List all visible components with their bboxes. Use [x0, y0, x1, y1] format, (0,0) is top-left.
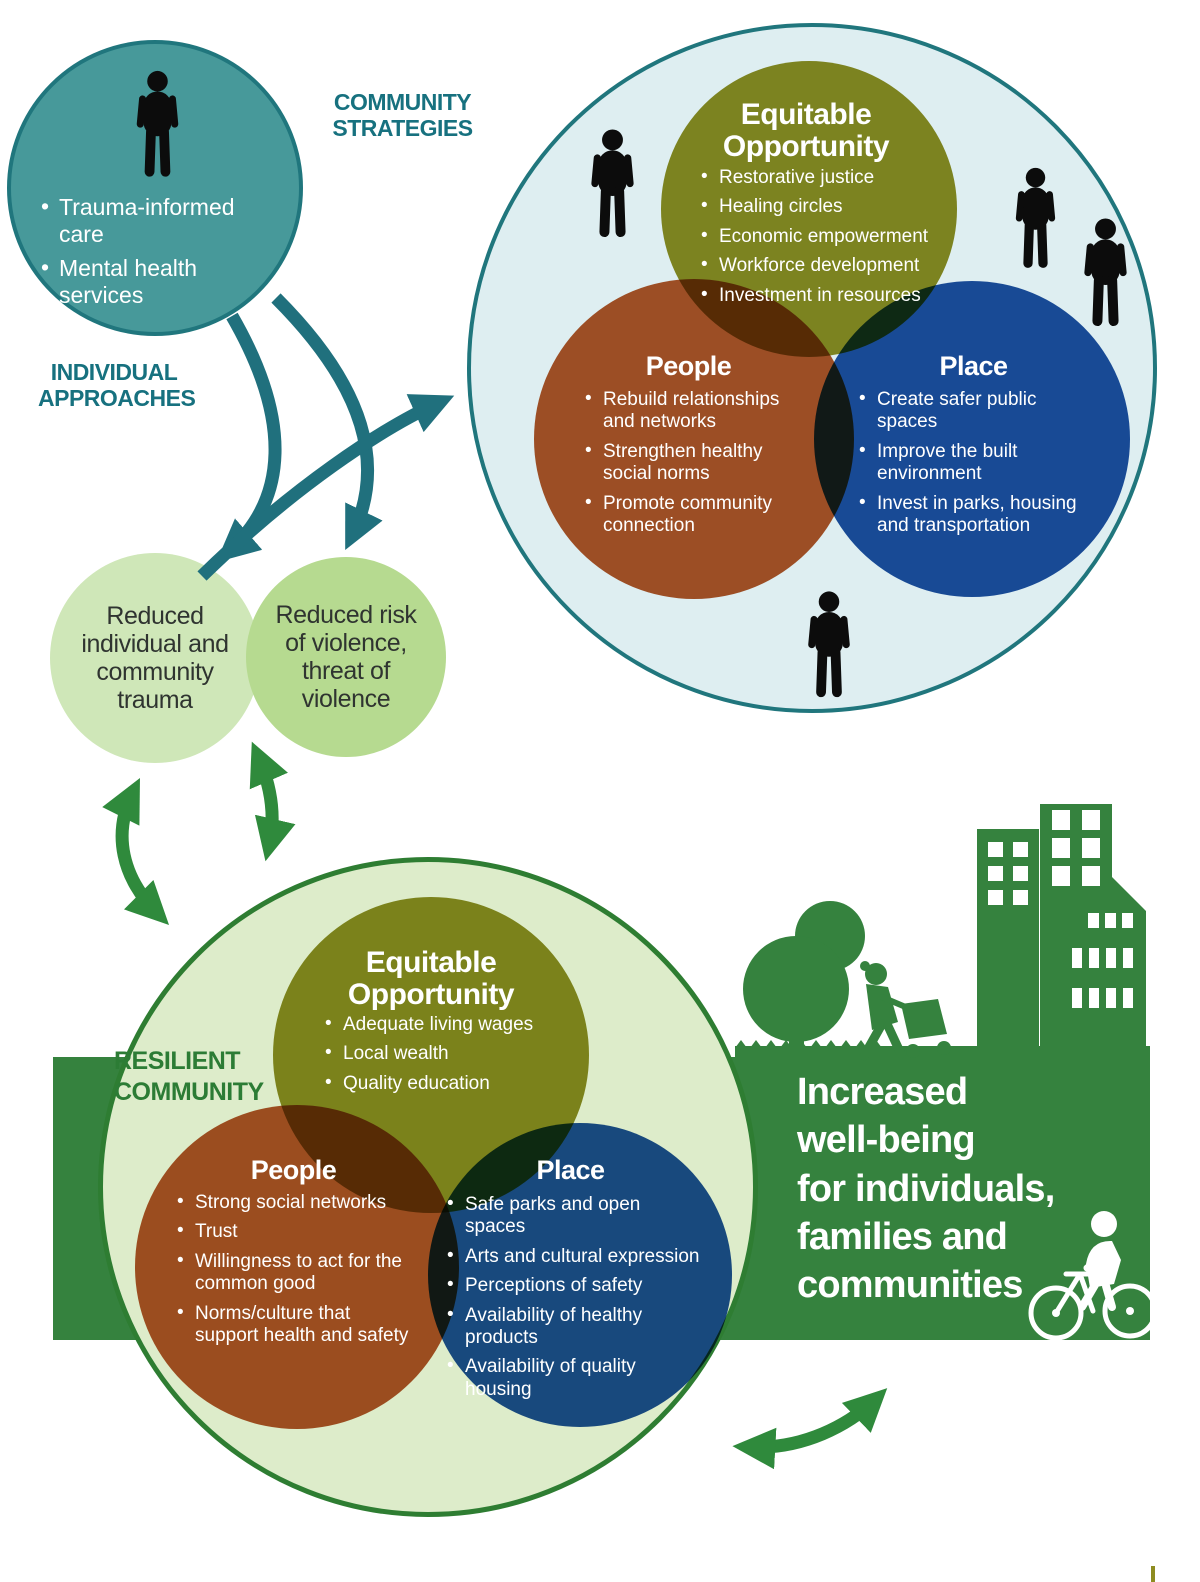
outcome-trauma-circle: Reduced individual and community trauma — [50, 553, 260, 763]
person-icon — [801, 589, 857, 704]
person-icon — [1009, 164, 1062, 276]
cs-people-bullet: Promote community connection — [583, 492, 788, 538]
cs-people-bullet: Strengthen healthy social norms — [583, 440, 788, 486]
person-icon — [1077, 217, 1134, 332]
arrow-outcomes-to-community — [197, 394, 455, 581]
resilient-place-bullets: Safe parks and open spacesArts and cultu… — [445, 1193, 700, 1408]
title-line: Opportunity — [347, 978, 515, 1012]
label-line: INDIVIDUAL — [50, 359, 178, 385]
cs-people-bullets: Rebuild relationships and networksStreng… — [583, 388, 788, 544]
outcome-violence-text: Reduced risk of violence, threat of viol… — [275, 601, 417, 713]
individual-approaches-circle: Trauma-informed careMental health servic… — [7, 40, 303, 336]
wellbeing-line: Increased — [797, 1071, 968, 1113]
cs-place-bullet: Create safer public spaces — [857, 388, 1097, 434]
arrow-individual-to-violence — [271, 293, 383, 551]
wellbeing-lines: Increased well-being for individuals, famil… — [797, 1068, 1142, 1309]
cs-eo-bullet: Investment in resources — [699, 284, 959, 307]
cs-eo-bullet: Restorative justice — [699, 166, 959, 189]
page-edge-mark — [1151, 1566, 1155, 1582]
cs-place-bullet: Improve the built environment — [857, 440, 1097, 486]
cs-eo-bullets: Restorative justiceHealing circlesEconom… — [699, 166, 959, 314]
arrow-violence-resilient — [249, 741, 296, 862]
cs-place-circle — [814, 281, 1130, 597]
resilient-people-bullet: Strong social networks — [175, 1191, 415, 1214]
wellbeing-message: Increased well-being for individuals, famil… — [797, 1068, 1142, 1309]
resilient-eo-bullet: Local wealth — [323, 1042, 573, 1065]
label-line: STRATEGIES — [332, 114, 473, 141]
individual-approach-bullet: Mental health services — [39, 254, 284, 309]
resilient-people-title: People — [250, 1155, 337, 1185]
cs-place-bullet: Invest in parks, housing and transportat… — [857, 492, 1097, 538]
arrow-resilient-wellbeing — [732, 1388, 888, 1470]
resilient-people-bullet: Trust — [175, 1220, 415, 1243]
label-line: COMMUNITY — [114, 1077, 264, 1106]
cs-place-bullets: Create safer public spacesImprove the bu… — [857, 388, 1097, 544]
cs-people-title: People — [645, 351, 732, 381]
title-line: Opportunity — [722, 130, 890, 164]
cs-eo-bullet: Workforce development — [699, 254, 959, 277]
resilient-place-bullet: Availability of healthy products — [445, 1304, 700, 1350]
outcome-trauma-text: Reduced individual and community trauma — [81, 602, 229, 714]
label-line: RESILIENT — [114, 1047, 241, 1075]
resilient-eo-bullet: Adequate living wages — [323, 1013, 573, 1036]
wellbeing-line: well-being — [797, 1119, 976, 1162]
title-line: Equitable — [740, 98, 872, 131]
person-icon — [129, 70, 186, 182]
outcome-violence-circle: Reduced risk of violence, threat of viol… — [246, 557, 446, 757]
resilient-place-bullet: Safe parks and open spaces — [445, 1193, 700, 1239]
label-line: COMMUNITY — [333, 89, 472, 115]
resilient-place-bullet: Availability of quality housing — [445, 1355, 700, 1401]
resilient-eo-bullets: Adequate living wagesLocal wealthQuality… — [323, 1013, 573, 1102]
label-line: APPROACHES — [38, 384, 196, 411]
cs-eo-bullet: Healing circles — [699, 195, 959, 218]
wellbeing-line: for individuals, — [797, 1167, 1055, 1210]
cs-place-title: Place — [939, 351, 1008, 381]
title-line: Equitable — [365, 946, 497, 979]
resilient-eo-bullet: Quality education — [323, 1072, 573, 1095]
wellbeing-line: families and — [797, 1215, 1008, 1258]
wellbeing-line: communities — [797, 1264, 1023, 1306]
resilient-people-bullet: Willingness to act for the common good — [175, 1250, 415, 1296]
individual-approaches-bullets: Trauma-informed careMental health servic… — [39, 193, 284, 317]
cs-people-bullet: Rebuild relationships and networks — [583, 388, 788, 434]
resilient-place-title: Place — [536, 1155, 605, 1185]
individual-approach-bullet: Trauma-informed care — [39, 193, 284, 248]
person-icon — [584, 127, 641, 244]
resilient-people-bullets: Strong social networksTrustWillingness t… — [175, 1191, 415, 1354]
resilient-people-bullet: Norms/culture that support health and sa… — [175, 1302, 415, 1348]
resilient-place-bullet: Arts and cultural expression — [445, 1245, 700, 1268]
resilient-place-bullet: Perceptions of safety — [445, 1274, 700, 1297]
arrow-trauma-resilient — [102, 778, 170, 926]
cs-eo-bullet: Economic empowerment — [699, 225, 959, 248]
